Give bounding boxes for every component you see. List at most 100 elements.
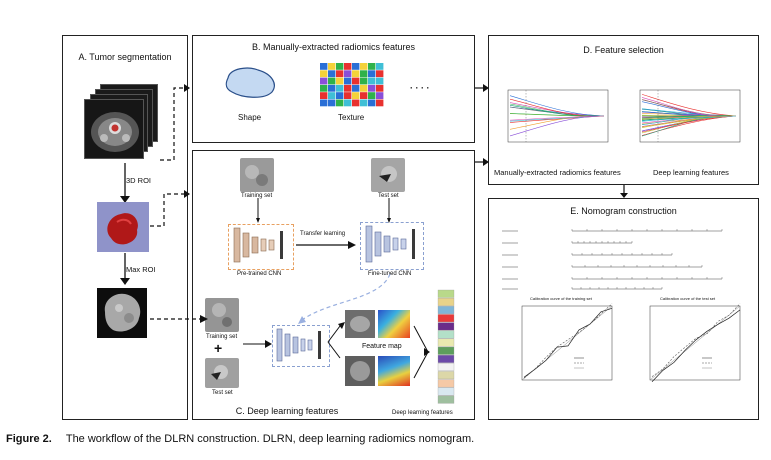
arrow-d-to-e [620,185,628,198]
finetuned-cnn-layers [365,225,415,263]
feature-cell [437,289,455,298]
arrow-train-to-cnn [256,198,260,223]
shape-blob [225,67,275,98]
texture-cell [336,77,344,85]
texture-cell [376,63,384,70]
feature-map-heat-top [378,310,410,338]
pretrained-cnn-layers [233,227,283,263]
step-max-roi-label: Max ROI [126,265,156,274]
arrow-b-to-d [475,84,489,92]
tumor-3d-shape [107,213,138,245]
texture-cell [320,63,328,70]
transfer-arrow [296,241,356,249]
caption-text: The workflow of the DLRN construction. D… [65,433,475,445]
texture-cell [368,63,376,70]
texture-cell [376,99,384,107]
feature-cell [437,387,455,396]
manual-selection-caption: Manually-extracted radiomics features [494,168,621,177]
texture-cell [360,84,368,92]
arrow-c-to-d [475,158,489,166]
texture-cell [336,92,344,99]
texture-cell [352,99,360,107]
connector-maxroi-to-c [150,315,208,323]
texture-cell [328,92,336,99]
texture-cell [360,70,368,78]
feature-cell [437,379,455,388]
texture-cell [360,77,368,85]
lasso-plot-deep [639,89,741,143]
texture-cell [320,70,328,78]
lasso-path [509,95,605,117]
texture-cell [368,99,376,107]
texture-cell [368,84,376,92]
arrow-test-to-cnn [387,198,391,223]
texture-cell [336,99,344,107]
training-set-label-top: Training set [241,193,273,199]
lasso-path [641,115,737,119]
calibration-apparent-line [651,309,741,383]
texture-cell [352,70,360,78]
texture-grid [320,63,384,107]
transfer-learning-label: Transfer learning [300,231,346,237]
panel-c-title: C. Deep learning features [235,406,339,416]
texture-cell [328,63,336,70]
texture-cell [352,63,360,70]
feature-cell [437,306,455,314]
texture-cell [352,77,360,85]
feature-cell [437,297,455,306]
figure-caption: Figure 2. The workflow of the DLRN constr… [6,433,474,445]
arrow-images-to-cnn [243,340,272,348]
texture-cell [344,70,352,78]
shape-label: Shape [238,113,262,122]
texture-cell [328,77,336,85]
texture-cell [376,84,384,92]
arrow-a1 [124,163,126,197]
finetuned-cnn-box [360,222,424,270]
feature-cell [437,322,455,331]
texture-cell [344,63,352,70]
test-ct-top [379,166,397,182]
lasso-path [641,94,737,117]
panel-deep-learning [192,150,475,420]
feature-cell [437,371,455,380]
feature-cell [437,354,455,363]
caption-label: Figure 2. [6,433,52,445]
panel-d-title: D. Feature selection [583,45,664,55]
texture-cell [344,92,352,99]
texture-cell [328,70,336,78]
train-calibration-title: Calibration curve of the training set [530,296,592,301]
connector-roi-to-c [150,190,190,227]
texture-cell [336,63,344,70]
arrow-cnn-to-maps [327,322,345,359]
arrow-maps-to-features [413,325,430,379]
texture-cell [344,84,352,92]
texture-cell [376,92,384,99]
texture-cell [376,70,384,78]
test-ct-bottom [211,365,228,380]
training-set-image-bottom [205,298,239,332]
feature-cell [437,395,455,404]
texture-cell [344,77,352,85]
feature-map-label: Feature map [362,343,402,350]
training-ct-bottom [212,303,232,327]
feature-map-gray-top [345,310,375,338]
texture-cell [368,77,376,85]
texture-grid-svg [320,63,384,107]
plus-sign: + [214,340,223,356]
calibration-corrected-line [651,303,741,377]
texture-cell [360,63,368,70]
texture-cell [320,77,328,85]
deep-selection-caption: Deep learning features [653,168,729,177]
feature-cnn-box [272,325,330,367]
feature-map-heat-bottom [378,356,410,386]
panel-a-title: A. Tumor segmentation [78,52,172,62]
feature-cell [437,346,455,355]
calibration-curve-train [521,303,613,381]
ct-image [91,112,139,152]
feature-cell [437,363,455,371]
more-features-ellipsis: · · · · [410,83,430,93]
lasso-path [641,115,737,122]
calibration-ideal-line [649,305,741,381]
arrow-a2 [124,253,126,279]
max-roi-shape [104,293,141,332]
